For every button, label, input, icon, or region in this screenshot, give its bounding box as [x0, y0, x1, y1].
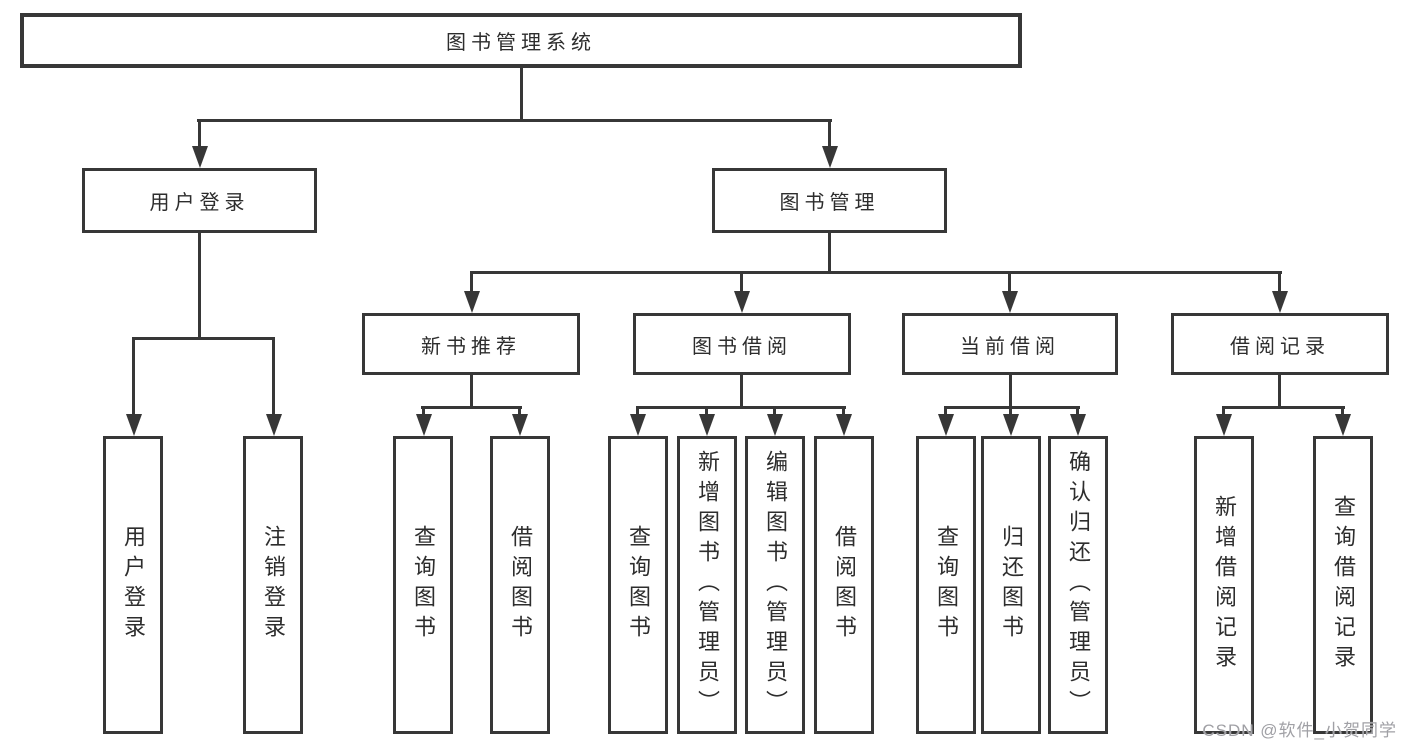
connector-current-borrow-stem: [1009, 375, 1012, 408]
arrow-down-icon: [1069, 406, 1086, 436]
arrow-down-icon: [191, 119, 208, 168]
arrow-down-icon: [511, 406, 528, 436]
connector-borrow-record-stem: [1278, 375, 1281, 408]
arrow-down-icon: [1334, 406, 1351, 436]
arrow-down-icon: [1001, 271, 1018, 313]
arrow-down-icon: [937, 406, 954, 436]
connector-book-borrow-rail: [636, 406, 846, 409]
connector-root-stem: [520, 68, 523, 121]
node-leaf-return-book: 归还图书: [981, 436, 1041, 734]
node-borrow-record: 借阅记录: [1171, 313, 1389, 375]
node-leaf-add-book-admin: 新增图书（管理员）: [677, 436, 737, 734]
arrow-down-icon: [1271, 271, 1288, 313]
node-leaf-add-borrow-record: 新增借阅记录: [1194, 436, 1254, 734]
node-leaf-query-book-current: 查询图书: [916, 436, 976, 734]
node-root: 图书管理系统: [20, 13, 1022, 68]
arrow-down-icon: [629, 406, 646, 436]
connector-root-rail: [197, 119, 832, 122]
node-leaf-query-book-borrow: 查询图书: [608, 436, 668, 734]
node-leaf-borrow-book: 借阅图书: [814, 436, 874, 734]
arrow-down-icon: [265, 337, 282, 436]
node-user-login: 用户登录: [82, 168, 317, 233]
connector-user-login-rail: [132, 337, 275, 340]
node-leaf-borrow-book-recommend: 借阅图书: [490, 436, 550, 734]
arrow-down-icon: [463, 271, 480, 313]
connector-user-login-stem: [198, 233, 201, 339]
node-leaf-query-borrow-record: 查询借阅记录: [1313, 436, 1373, 734]
node-leaf-logout: 注销登录: [243, 436, 303, 734]
node-leaf-user-login: 用户登录: [103, 436, 163, 734]
arrow-down-icon: [1002, 406, 1019, 436]
arrow-down-icon: [415, 406, 432, 436]
arrow-down-icon: [766, 406, 783, 436]
connector-book-mgmt-stem: [828, 233, 831, 273]
node-book-borrow: 图书借阅: [633, 313, 851, 375]
node-current-borrow: 当前借阅: [902, 313, 1118, 375]
arrow-down-icon: [835, 406, 852, 436]
connector-book-borrow-stem: [740, 375, 743, 408]
connector-new-book-rail: [421, 406, 522, 409]
csdn-watermark: CSDN @软件_小贺同学: [1202, 721, 1397, 740]
arrow-down-icon: [125, 337, 142, 436]
node-book-management: 图书管理: [712, 168, 947, 233]
connector-borrow-record-rail: [1222, 406, 1345, 409]
connector-current-borrow-rail: [944, 406, 1080, 409]
node-leaf-query-book-recommend: 查询图书: [393, 436, 453, 734]
arrow-down-icon: [821, 119, 838, 168]
node-leaf-edit-book-admin: 编辑图书（管理员）: [745, 436, 805, 734]
arrow-down-icon: [733, 271, 750, 313]
arrow-down-icon: [1215, 406, 1232, 436]
node-leaf-confirm-return-admin: 确认归还（管理员）: [1048, 436, 1108, 734]
node-new-book-recommend: 新书推荐: [362, 313, 580, 375]
connector-new-book-stem: [470, 375, 473, 408]
arrow-down-icon: [698, 406, 715, 436]
connector-book-mgmt-rail: [470, 271, 1282, 274]
